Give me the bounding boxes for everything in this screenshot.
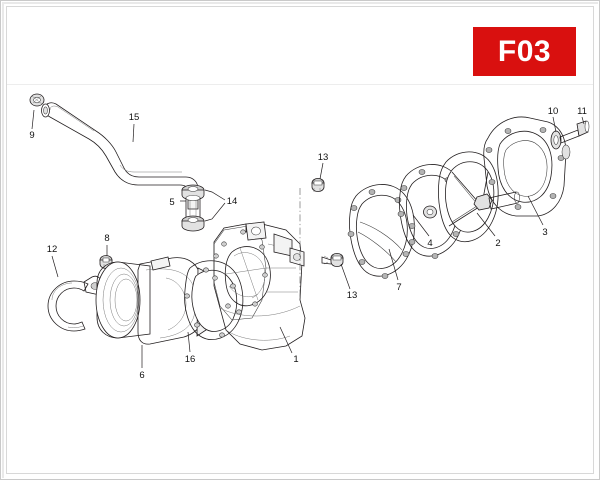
page-frame-inner — [6, 6, 594, 474]
drawing-canvas: 1 2 3 4 7 5 6 8 9 10 11 12 13 13 14 15 1… — [7, 7, 593, 473]
callout-11: 11 — [577, 106, 587, 117]
part-breather-valve — [181, 184, 205, 232]
part-intake-gasket — [184, 260, 244, 340]
part-housing-screw-upper — [299, 177, 325, 300]
part-hose-grommet — [29, 93, 45, 107]
part-intake-screw — [99, 255, 113, 269]
callout-leaders — [31, 109, 585, 368]
callout-13-upper: 13 — [318, 152, 329, 163]
callout-14: 14 — [227, 196, 238, 207]
part-retaining-ring — [347, 184, 416, 279]
part-valve-clamp-ring-lower — [181, 215, 205, 232]
callout-4: 4 — [427, 238, 432, 249]
header-divider — [7, 84, 593, 85]
part-housing-screw-lower — [321, 252, 344, 267]
figure-code-label: F03 — [497, 34, 552, 68]
part-filter-cover-cast — [483, 116, 571, 217]
figure-code-badge: F03 — [473, 27, 576, 76]
callout-numbers: 1 2 3 4 7 5 6 8 9 10 11 12 13 13 14 15 1… — [29, 106, 587, 381]
callout-7: 7 — [396, 282, 401, 293]
callout-2: 2 — [495, 238, 500, 249]
part-breather-hose — [41, 102, 199, 210]
callout-1: 1 — [293, 354, 298, 365]
part-cover-bolt — [559, 120, 590, 144]
callout-10: 10 — [548, 106, 559, 117]
callout-16: 16 — [185, 354, 196, 365]
callout-12: 12 — [47, 244, 58, 255]
part-filter-support-spider — [438, 151, 520, 243]
callout-3: 3 — [542, 227, 547, 238]
part-hose-clamp — [47, 275, 103, 332]
callout-5: 5 — [169, 197, 174, 208]
callout-13-lower: 13 — [347, 290, 358, 301]
callout-15: 15 — [129, 112, 140, 123]
callout-9: 9 — [29, 130, 34, 141]
callout-6: 6 — [139, 370, 144, 381]
part-air-filter-housing — [212, 221, 306, 351]
part-cover-washer — [550, 130, 562, 150]
callout-8: 8 — [104, 233, 109, 244]
